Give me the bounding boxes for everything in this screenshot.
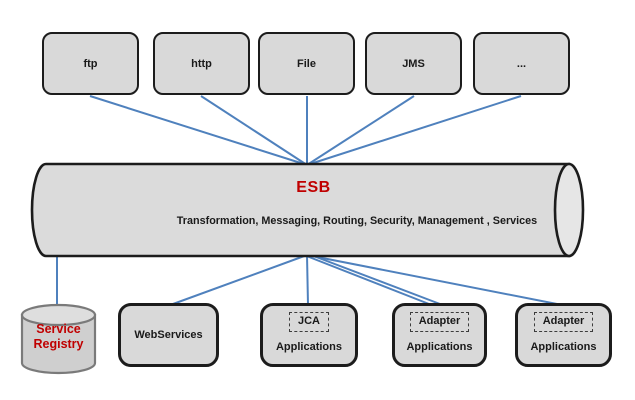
protocol-label: ftp bbox=[83, 57, 98, 70]
consumer-box-adapter-applications-1: Adapter Applications bbox=[392, 303, 487, 367]
consumer-label: Applications bbox=[530, 341, 597, 353]
connector-esb-adapter1b bbox=[310, 254, 441, 305]
service-registry-label: Service Registry bbox=[33, 322, 84, 351]
protocol-label: File bbox=[297, 57, 316, 70]
consumer-box-webservices: WebServices bbox=[118, 303, 219, 367]
adapter-tag: Adapter bbox=[409, 312, 470, 332]
protocol-box-ftp: ftp bbox=[42, 32, 139, 95]
connector-esb-adapter2 bbox=[306, 254, 558, 305]
consumer-label: Applications bbox=[275, 341, 342, 353]
esb-subtitle: Transformation, Messaging, Routing, Secu… bbox=[176, 215, 538, 227]
connector-esb-jca bbox=[306, 254, 309, 306]
connector-esb-webservices bbox=[172, 254, 308, 305]
connector-etc-esb bbox=[306, 95, 522, 166]
registry-cylinder-top bbox=[20, 303, 97, 327]
consumer-box-adapter-applications-2: Adapter Applications bbox=[515, 303, 612, 367]
protocol-box-file: File bbox=[258, 32, 355, 95]
jca-tag: JCA bbox=[288, 312, 329, 332]
protocol-box-http: http bbox=[153, 32, 250, 95]
esb-cylinder-end-cap bbox=[553, 162, 585, 258]
esb-bus-cylinder bbox=[30, 162, 585, 258]
registry-cylinder-body bbox=[20, 313, 97, 375]
connector-jms-esb bbox=[306, 95, 415, 166]
esb-title: ESB bbox=[296, 179, 331, 196]
connector-http-esb bbox=[200, 95, 308, 166]
esb-cylinder-body bbox=[30, 162, 571, 258]
protocol-label: JMS bbox=[402, 57, 425, 70]
protocol-box-more: ... bbox=[473, 32, 570, 95]
consumer-box-jca-applications: JCA Applications bbox=[260, 303, 358, 367]
consumer-label: WebServices bbox=[134, 329, 203, 341]
service-registry-cylinder bbox=[20, 303, 97, 375]
connector-lines bbox=[56, 95, 558, 306]
adapter-tag: Adapter bbox=[533, 312, 594, 332]
protocol-label: ... bbox=[516, 57, 527, 70]
protocol-box-jms: JMS bbox=[365, 32, 462, 95]
connector-esb-adapter1a bbox=[303, 254, 430, 305]
protocol-label: http bbox=[191, 57, 212, 70]
connector-ftp-esb bbox=[89, 95, 308, 166]
consumer-label: Applications bbox=[406, 341, 473, 353]
